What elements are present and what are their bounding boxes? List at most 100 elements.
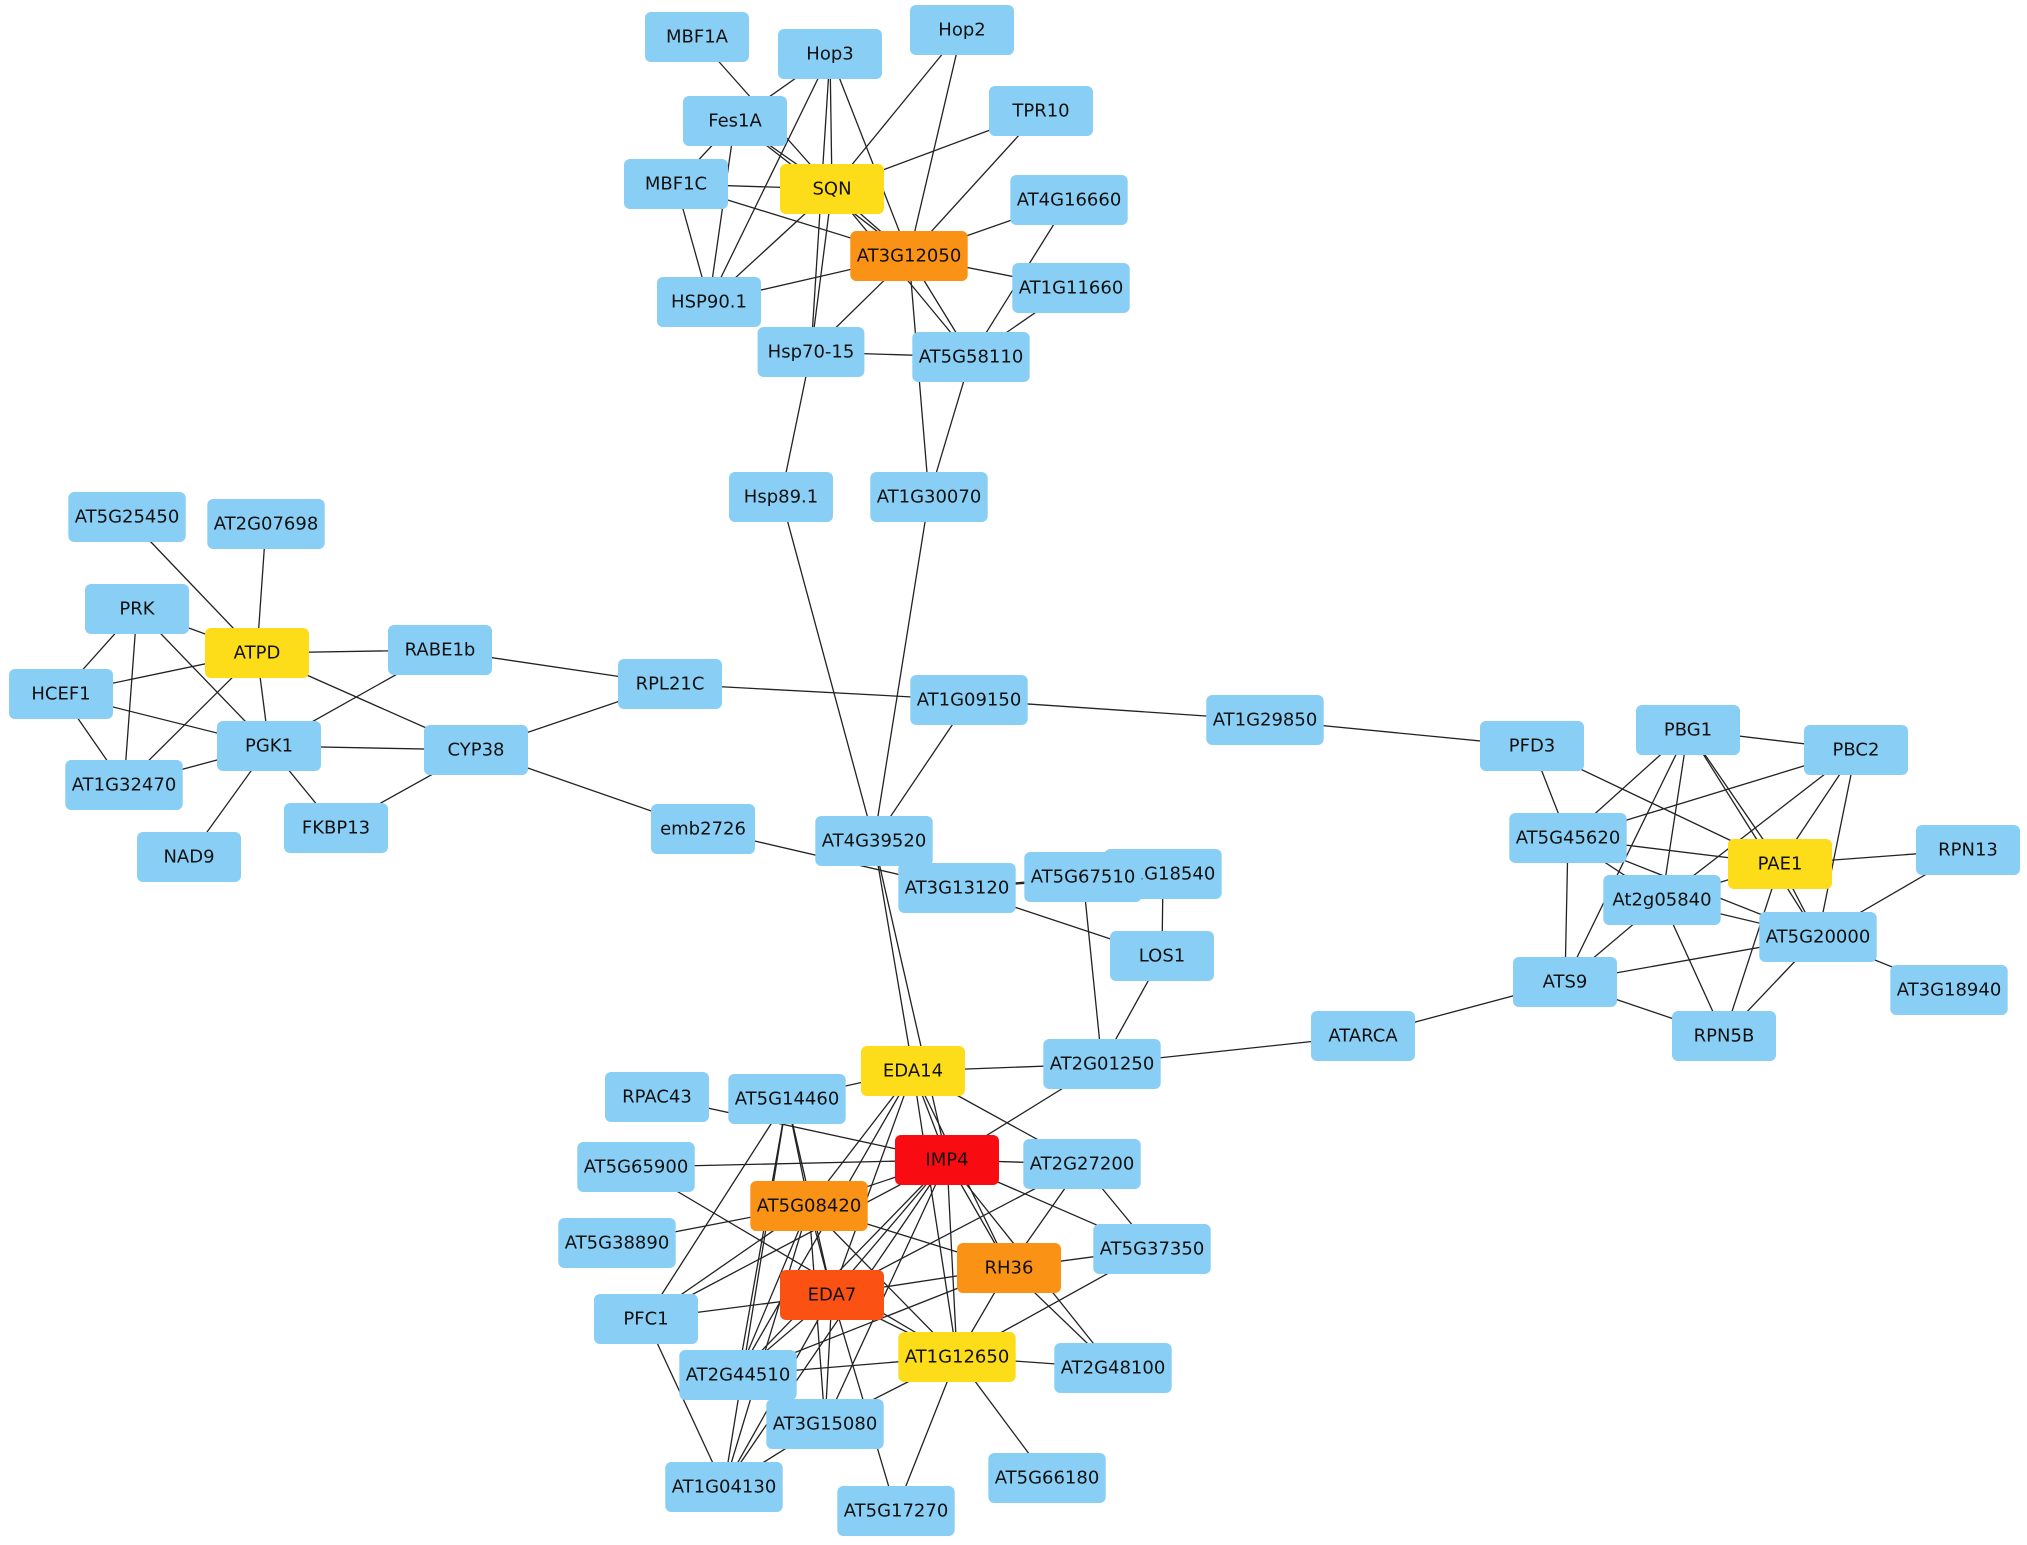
node-box[interactable] [605, 1072, 709, 1122]
node-box[interactable] [679, 1350, 797, 1400]
node-AT2G27200[interactable]: AT2G27200 [1023, 1139, 1141, 1189]
node-box[interactable] [618, 659, 722, 709]
node-AT4G16660[interactable]: AT4G16660 [1010, 175, 1128, 225]
node-HCEF1[interactable]: HCEF1 [9, 669, 113, 719]
node-AT5G17270[interactable]: AT5G17270 [837, 1486, 955, 1536]
node-box[interactable] [1012, 263, 1130, 313]
node-AT5G45620[interactable]: AT5G45620 [1509, 813, 1627, 863]
node-box[interactable] [1513, 957, 1617, 1007]
node-AT5G66180[interactable]: AT5G66180 [988, 1453, 1106, 1503]
node-AT1G09150[interactable]: AT1G09150 [910, 675, 1028, 725]
node-box[interactable] [683, 96, 787, 146]
node-box[interactable] [861, 1046, 965, 1096]
node-box[interactable] [651, 804, 755, 854]
node-Hop2[interactable]: Hop2 [910, 5, 1014, 55]
node-ATARCA[interactable]: ATARCA [1311, 1011, 1415, 1061]
node-Hop3[interactable]: Hop3 [778, 29, 882, 79]
node-PRK[interactable]: PRK [85, 584, 189, 634]
node-box[interactable] [1043, 1039, 1161, 1089]
node-box[interactable] [815, 816, 933, 866]
node-box[interactable] [989, 86, 1093, 136]
node-RPL21C[interactable]: RPL21C [618, 659, 722, 709]
node-PBC2[interactable]: PBC2 [1804, 725, 1908, 775]
node-AT5G67510[interactable]: AT5G67510 [1024, 852, 1142, 902]
node-box[interactable] [558, 1218, 676, 1268]
node-SQN[interactable]: SQN [780, 164, 884, 214]
node-MBF1C[interactable]: MBF1C [624, 159, 728, 209]
node-PGK1[interactable]: PGK1 [217, 721, 321, 771]
node-HSP90.1[interactable]: HSP90.1 [657, 277, 761, 327]
node-box[interactable] [837, 1486, 955, 1536]
node-NAD9[interactable]: NAD9 [137, 832, 241, 882]
node-AT2G44510[interactable]: AT2G44510 [679, 1350, 797, 1400]
node-TPR10[interactable]: TPR10 [989, 86, 1093, 136]
node-box[interactable] [1110, 931, 1214, 981]
node-box[interactable] [895, 1135, 999, 1185]
node-EDA7[interactable]: EDA7 [780, 1270, 884, 1320]
node-box[interactable] [728, 1074, 846, 1124]
node-box[interactable] [988, 1453, 1106, 1503]
node-box[interactable] [207, 499, 325, 549]
node-AT3G13120[interactable]: AT3G13120 [898, 863, 1016, 913]
node-AT1G11660[interactable]: AT1G11660 [1012, 263, 1130, 313]
node-box[interactable] [850, 231, 968, 281]
node-PAE1[interactable]: PAE1 [1728, 839, 1832, 889]
node-box[interactable] [1480, 721, 1584, 771]
node-RH36[interactable]: RH36 [957, 1243, 1061, 1293]
node-box[interactable] [424, 725, 528, 775]
node-AT1G29850[interactable]: AT1G29850 [1206, 695, 1324, 745]
node-box[interactable] [870, 472, 988, 522]
node-PFC1[interactable]: PFC1 [594, 1294, 698, 1344]
node-EDA14[interactable]: EDA14 [861, 1046, 965, 1096]
node-box[interactable] [217, 721, 321, 771]
node-box[interactable] [912, 332, 1030, 382]
node-AT5G37350[interactable]: AT5G37350 [1093, 1224, 1211, 1274]
node-box[interactable] [1672, 1011, 1776, 1061]
node-box[interactable] [1024, 852, 1142, 902]
node-RPN13[interactable]: RPN13 [1916, 825, 2020, 875]
node-box[interactable] [65, 760, 183, 810]
node-CYP38[interactable]: CYP38 [424, 725, 528, 775]
node-ATPD[interactable]: ATPD [205, 628, 309, 678]
node-box[interactable] [1010, 175, 1128, 225]
node-AT3G12050[interactable]: AT3G12050 [850, 231, 968, 281]
node-box[interactable] [137, 832, 241, 882]
node-box[interactable] [85, 584, 189, 634]
node-box[interactable] [910, 675, 1028, 725]
node-AT5G38890[interactable]: AT5G38890 [558, 1218, 676, 1268]
node-box[interactable] [766, 1399, 884, 1449]
node-AT1G04130[interactable]: AT1G04130 [665, 1462, 783, 1512]
node-AT1G32470[interactable]: AT1G32470 [65, 760, 183, 810]
node-At2g05840[interactable]: At2g05840 [1603, 875, 1721, 925]
node-box[interactable] [898, 1332, 1016, 1382]
node-box[interactable] [1728, 839, 1832, 889]
node-emb2726[interactable]: emb2726 [651, 804, 755, 854]
node-box[interactable] [1916, 825, 2020, 875]
node-box[interactable] [645, 12, 749, 62]
node-AT1G30070[interactable]: AT1G30070 [870, 472, 988, 522]
node-Fes1A[interactable]: Fes1A [683, 96, 787, 146]
node-AT1G12650[interactable]: AT1G12650 [898, 1332, 1016, 1382]
node-box[interactable] [284, 803, 388, 853]
node-AT5G65900[interactable]: AT5G65900 [577, 1142, 695, 1192]
node-box[interactable] [1804, 725, 1908, 775]
node-AT5G58110[interactable]: AT5G58110 [912, 332, 1030, 382]
node-box[interactable] [68, 492, 186, 542]
node-box[interactable] [729, 472, 833, 522]
node-box[interactable] [657, 277, 761, 327]
node-AT5G20000[interactable]: AT5G20000 [1759, 912, 1877, 962]
node-box[interactable] [1311, 1011, 1415, 1061]
node-box[interactable] [1023, 1139, 1141, 1189]
node-box[interactable] [780, 1270, 884, 1320]
node-MBF1A[interactable]: MBF1A [645, 12, 749, 62]
node-AT5G25450[interactable]: AT5G25450 [68, 492, 186, 542]
node-box[interactable] [780, 164, 884, 214]
node-box[interactable] [1054, 1343, 1172, 1393]
node-box[interactable] [1509, 813, 1627, 863]
node-AT2G07698[interactable]: AT2G07698 [207, 499, 325, 549]
node-AT2G01250[interactable]: AT2G01250 [1043, 1039, 1161, 1089]
node-box[interactable] [910, 5, 1014, 55]
node-RPN5B[interactable]: RPN5B [1672, 1011, 1776, 1061]
node-RPAC43[interactable]: RPAC43 [605, 1072, 709, 1122]
node-box[interactable] [898, 863, 1016, 913]
